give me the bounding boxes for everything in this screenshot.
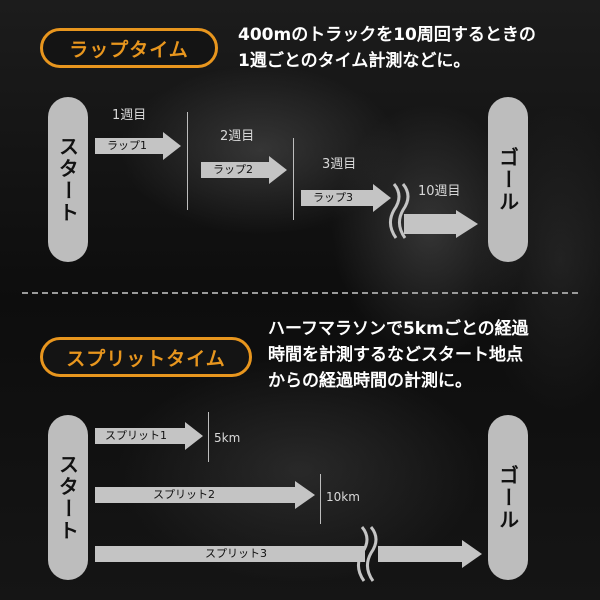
lap-arrow-1-label: ラップ1 bbox=[107, 139, 147, 152]
lap-description-line-1: 400mのトラックを10周回するときの bbox=[238, 25, 536, 45]
split-arrow-3-label: スプリット3 bbox=[205, 547, 267, 560]
split-description-line-3: からの経過時間の計測に。 bbox=[268, 371, 472, 391]
lap-arrow-3: ラップ3 bbox=[301, 184, 391, 212]
split-description-line-1: ハーフマラソンで5kmごとの経過 bbox=[268, 319, 529, 339]
lap-arrow-2: ラップ2 bbox=[201, 156, 287, 184]
lap-arrow-3-label: ラップ3 bbox=[313, 191, 353, 204]
split-description-line-2: 時間を計測するなどスタート地点 bbox=[268, 345, 523, 365]
split-tick-10km bbox=[320, 474, 321, 524]
split-mark-5km: 5km bbox=[214, 431, 241, 445]
lap-start-marker: スタート bbox=[48, 97, 88, 262]
lap-mark-10: 10週目 bbox=[418, 184, 461, 199]
split-tick-5km bbox=[208, 412, 209, 462]
lap-arrow-1: ラップ1 bbox=[95, 132, 181, 160]
lap-description-line-2: 1週ごとのタイム計測などに。 bbox=[238, 51, 471, 71]
split-arrow-3-shaft: スプリット3 bbox=[95, 540, 365, 568]
lap-mark-1: 1週目 bbox=[112, 108, 147, 123]
lap-tick-2 bbox=[293, 138, 294, 220]
lap-mark-3: 3週目 bbox=[322, 157, 357, 172]
split-arrow-3-end bbox=[378, 540, 482, 568]
split-arrow-2: スプリット2 bbox=[95, 481, 315, 509]
split-arrow-1-label: スプリット1 bbox=[105, 429, 167, 442]
lap-break-icon bbox=[389, 183, 410, 239]
split-start-marker: スタート bbox=[48, 415, 88, 580]
section-divider bbox=[22, 292, 578, 294]
split-goal-marker: ゴール bbox=[488, 415, 528, 580]
split-time-title: スプリットタイム bbox=[40, 337, 252, 377]
split-mark-10km: 10km bbox=[326, 490, 360, 504]
lap-tick-1 bbox=[187, 112, 188, 210]
split-arrow-1: スプリット1 bbox=[95, 422, 203, 450]
lap-mark-2: 2週目 bbox=[220, 129, 255, 144]
split-arrow-2-label: スプリット2 bbox=[153, 488, 215, 501]
lap-time-title: ラップタイム bbox=[40, 28, 218, 68]
split-break-icon bbox=[357, 526, 378, 582]
lap-arrow-final bbox=[404, 210, 482, 238]
lap-arrow-2-label: ラップ2 bbox=[213, 163, 253, 176]
lap-goal-marker: ゴール bbox=[488, 97, 528, 262]
